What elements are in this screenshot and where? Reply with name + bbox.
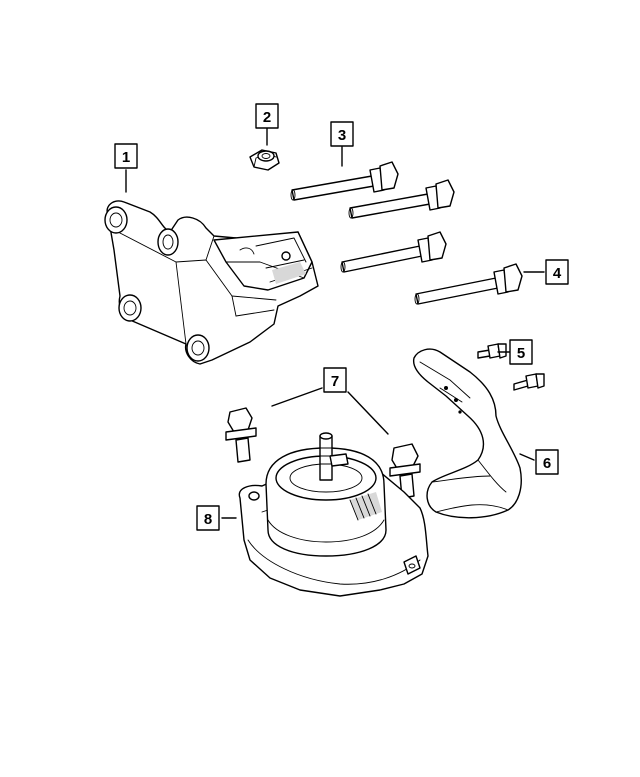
mount-bolts	[225, 407, 421, 499]
callout-5-label: 5	[517, 345, 525, 362]
nut-part	[249, 149, 280, 171]
callout-4-label: 4	[553, 265, 562, 282]
callout-7-label: 7	[331, 373, 339, 390]
callout-1: 1	[114, 143, 138, 169]
callout-4: 4	[545, 259, 569, 285]
callout-8-label: 8	[204, 511, 212, 528]
callout-2: 2	[255, 103, 279, 129]
callout-6: 6	[535, 449, 559, 475]
callout-7: 7	[323, 367, 347, 393]
callout-5: 5	[509, 339, 533, 365]
long-bolts	[290, 161, 523, 305]
engine-mount-part	[238, 432, 429, 597]
heat-shield-part	[412, 348, 522, 519]
callout-8: 8	[196, 505, 220, 531]
bracket-part	[104, 200, 319, 365]
small-bolts	[477, 343, 545, 391]
callout-6-label: 6	[543, 455, 551, 472]
callout-2-label: 2	[263, 109, 271, 126]
leader-lines	[125, 127, 545, 519]
callout-3-label: 3	[338, 127, 346, 144]
callout-3: 3	[330, 121, 354, 147]
callout-1-label: 1	[122, 149, 130, 166]
